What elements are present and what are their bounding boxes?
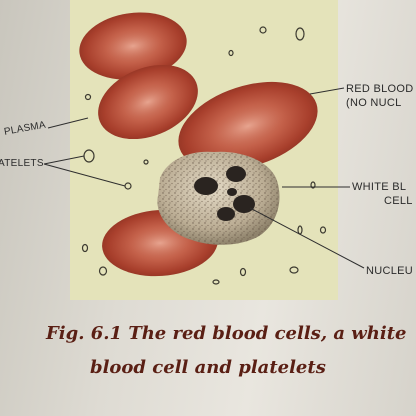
platelet (239, 267, 247, 277)
red-blood-cell (98, 64, 198, 140)
leader-platelet-1 (43, 155, 85, 165)
label-white-blood-cell: WHITE BL CELL (352, 180, 413, 208)
leader-nucleus (249, 207, 365, 269)
label-red-line1: RED BLOOD (346, 83, 414, 95)
platelet (259, 26, 267, 34)
platelet (81, 243, 89, 253)
label-platelets: ATELETS (0, 158, 44, 169)
white-blood-cell (157, 151, 280, 245)
leader-platelet-2 (43, 163, 126, 187)
label-white-line2: CELL (384, 195, 413, 207)
platelet (212, 279, 220, 285)
platelet (228, 49, 234, 57)
figure-caption-line2: blood cell and platelets (90, 357, 326, 378)
platelet (98, 266, 108, 276)
leader-lines (43, 87, 365, 269)
red-blood-cell (79, 12, 187, 80)
figure-caption-line1: Fig. 6.1 The red blood cells, a white (46, 323, 407, 344)
platelet (310, 181, 316, 189)
label-nucleus: NUCLEU (366, 265, 414, 277)
red-blood-cell (178, 81, 318, 171)
label-red-line2: (NO NUCL (346, 97, 402, 109)
label-white-line1: WHITE BL (352, 181, 407, 193)
platelet (295, 27, 305, 41)
leader-red (309, 87, 345, 95)
leader-plasma (47, 117, 89, 129)
platelet (289, 266, 299, 274)
label-red-blood-cells: RED BLOOD (NO NUCL (346, 82, 414, 110)
platelet (319, 226, 327, 234)
platelet (143, 159, 149, 165)
nucleus (194, 166, 255, 221)
platelet (84, 93, 92, 101)
